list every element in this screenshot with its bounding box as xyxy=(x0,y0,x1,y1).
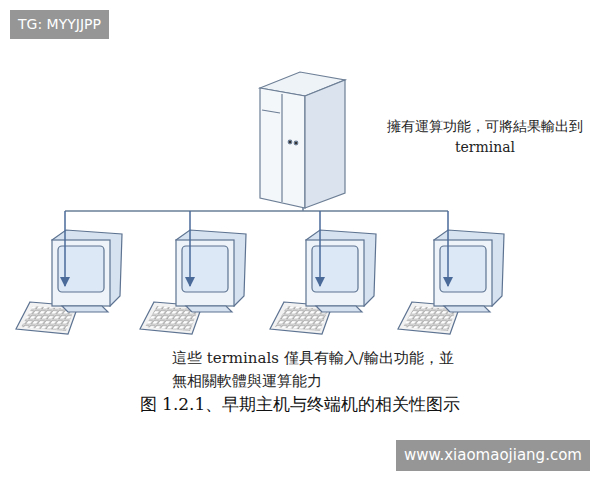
mainframe-led xyxy=(288,140,292,144)
monitor-screen xyxy=(440,246,486,292)
watermark: TG: MYYJJPP xyxy=(10,10,109,39)
monitor-base xyxy=(316,306,362,312)
terminal xyxy=(16,211,122,334)
monitor-case xyxy=(434,230,504,306)
terminal xyxy=(398,211,504,334)
monitor-base xyxy=(444,306,490,312)
monitor-screen xyxy=(312,246,358,292)
monitor-case xyxy=(52,230,122,306)
mainframe xyxy=(260,72,345,208)
monitor-front xyxy=(434,240,492,306)
annotation: 擁有運算功能，可將結果輸出到 terminal xyxy=(385,116,585,158)
mainframe-slot xyxy=(262,110,280,113)
monitor-case xyxy=(176,230,246,306)
mainframe-door xyxy=(281,94,282,202)
monitor-case xyxy=(306,230,376,306)
watermark: www.xiaomaojiang.com xyxy=(396,440,590,471)
monitor-front xyxy=(176,240,234,306)
drop-wire xyxy=(319,211,321,286)
terminal xyxy=(270,211,376,334)
monitor-base xyxy=(186,306,232,312)
monitor-base xyxy=(62,306,108,312)
mainframe-right xyxy=(305,80,345,208)
monitor-front xyxy=(306,240,364,306)
terminals xyxy=(16,211,504,334)
figure-caption: 图 1.2.1、早期主机与终端机的相关性图示 xyxy=(0,393,600,416)
terminal xyxy=(140,211,246,334)
mainframe-left xyxy=(260,88,305,208)
wires xyxy=(65,205,448,211)
drop-wire xyxy=(447,211,449,286)
monitor-screen xyxy=(182,246,228,292)
drop-wire xyxy=(189,211,191,286)
bus-line xyxy=(65,210,448,212)
monitor-front xyxy=(52,240,110,306)
mainframe-led xyxy=(294,141,298,145)
drop-wire xyxy=(64,211,66,286)
annotation: 這些 terminals 僅具有輸入/輸出功能，並無相關軟體與運算能力 xyxy=(172,347,464,392)
